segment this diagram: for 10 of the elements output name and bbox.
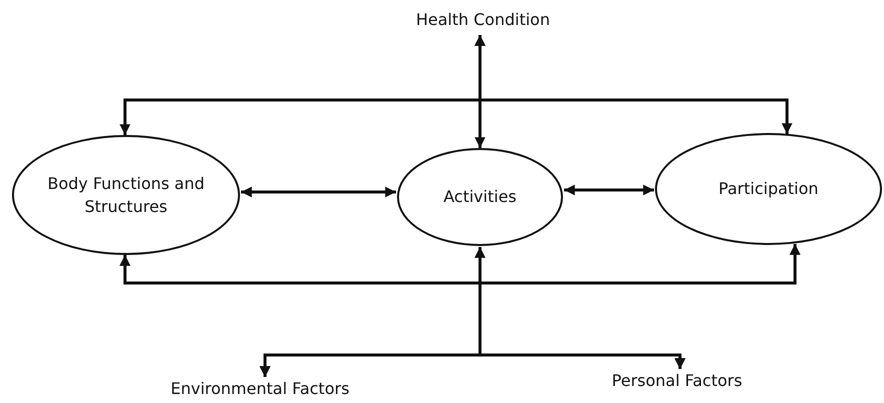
- node-label: Activities: [444, 186, 516, 208]
- node-label: Personal Factors: [552, 369, 802, 393]
- arrow: [241, 186, 396, 198]
- arrow: [474, 35, 792, 134]
- node-label: Body Functions and Structures: [46, 172, 206, 218]
- node-label: Participation: [718, 178, 818, 200]
- node-label: Environmental Factors: [130, 377, 390, 401]
- arrow: [564, 184, 654, 196]
- arrow: [478, 244, 800, 369]
- node-label: Health Condition: [388, 8, 578, 34]
